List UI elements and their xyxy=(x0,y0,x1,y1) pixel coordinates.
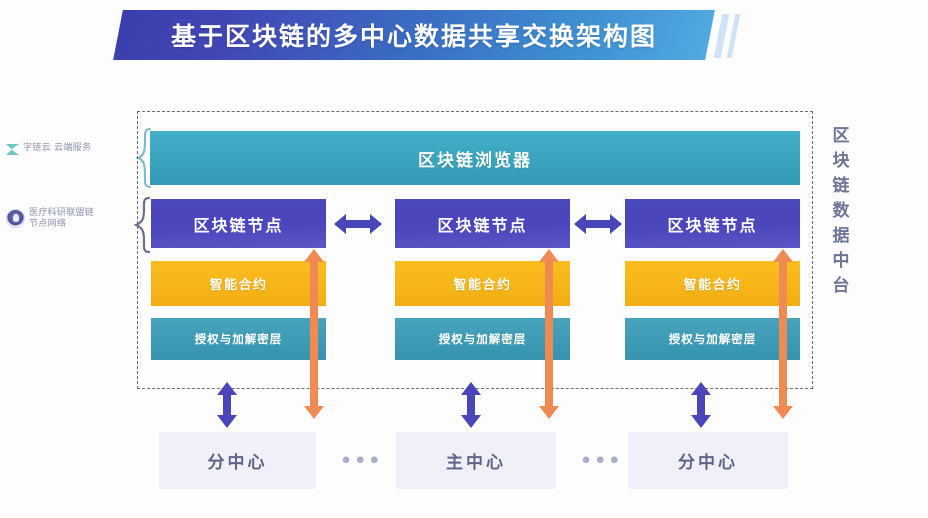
page-title: 基于区块链的多中心数据共享交换架构图 xyxy=(170,22,657,51)
data-flow-arrow-orange xyxy=(538,248,560,420)
right-label-char: 链 xyxy=(832,176,850,196)
crypto-layer-box[interactable]: 授权与加解密层 xyxy=(625,318,800,360)
center-link-arrow-blue xyxy=(459,381,483,429)
node-column-1: 区块链节点 智能合约 授权与加解密层 xyxy=(395,199,570,360)
smart-contract-box[interactable]: 智能合约 xyxy=(151,261,326,306)
right-label-char: 中 xyxy=(832,251,850,271)
right-label-char: 台 xyxy=(832,276,850,296)
ellipsis-left: ••• xyxy=(340,450,383,472)
banner-accent-bar-2 xyxy=(726,14,741,58)
side-label-cloud-text: 字链云 云端服务 xyxy=(23,143,92,153)
smart-contract-label: 智能合约 xyxy=(453,278,512,293)
center-link-arrow-blue xyxy=(689,381,713,429)
arrowhead-icon xyxy=(6,144,19,155)
blockchain-node-box[interactable]: 区块链节点 xyxy=(395,199,570,248)
title-banner-shape: 基于区块链的多中心数据共享交换架构图 xyxy=(113,10,715,60)
brace-node-network xyxy=(134,196,151,254)
blockchain-node-label: 区块链节点 xyxy=(667,215,758,235)
center-box-sub-right[interactable]: 分中心 xyxy=(628,432,788,489)
crypto-layer-label: 授权与加解密层 xyxy=(668,332,757,346)
right-vertical-label: 区 块 链 数 据 中 台 xyxy=(826,128,856,295)
data-flow-arrow-orange xyxy=(303,248,325,420)
node-link-arrow-horizontal xyxy=(333,212,383,236)
blockchain-explorer-bar[interactable]: 区块链浏览器 xyxy=(150,131,800,185)
center-label: 分中心 xyxy=(207,453,268,473)
crypto-layer-box[interactable]: 授权与加解密层 xyxy=(151,318,326,360)
brace-cloud-service xyxy=(136,127,152,189)
smart-contract-box[interactable]: 智能合约 xyxy=(395,261,570,306)
center-label: 主中心 xyxy=(446,453,506,473)
crypto-layer-label: 授权与加解密层 xyxy=(194,332,283,346)
node-link-arrow-horizontal xyxy=(573,212,623,236)
side-label-cloud-service: 字链云 云端服务 xyxy=(6,143,91,155)
blockchain-node-label: 区块链节点 xyxy=(193,215,284,235)
smart-contract-box[interactable]: 智能合约 xyxy=(625,261,800,306)
right-label-char: 块 xyxy=(832,151,850,171)
center-link-arrow-blue xyxy=(215,381,239,429)
side-label-node-line1: 医疗科研联盟链 xyxy=(29,208,95,218)
node-column-0: 区块链节点 智能合约 授权与加解密层 xyxy=(151,199,326,360)
blockchain-node-box[interactable]: 区块链节点 xyxy=(151,199,326,248)
badge-icon xyxy=(6,209,25,228)
blockchain-node-label: 区块链节点 xyxy=(437,215,528,235)
right-label-char: 区 xyxy=(832,126,850,146)
center-box-main[interactable]: 主中心 xyxy=(396,432,556,489)
side-label-node-line2: 节点网络 xyxy=(29,219,67,230)
right-label-char: 据 xyxy=(832,226,850,246)
node-column-2: 区块链节点 智能合约 授权与加解密层 xyxy=(625,199,800,360)
side-label-node-text: 医疗科研联盟链 节点网络 xyxy=(29,208,94,231)
crypto-layer-label: 授权与加解密层 xyxy=(438,332,527,346)
blockchain-node-box[interactable]: 区块链节点 xyxy=(625,199,800,248)
crypto-layer-box[interactable]: 授权与加解密层 xyxy=(395,318,570,360)
side-label-node-network: 医疗科研联盟链 节点网络 xyxy=(6,208,94,231)
smart-contract-label: 智能合约 xyxy=(209,278,268,293)
title-banner: 基于区块链的多中心数据共享交换架构图 xyxy=(113,10,758,60)
center-box-sub-left[interactable]: 分中心 xyxy=(159,432,316,489)
data-flow-arrow-orange xyxy=(772,248,794,420)
center-label: 分中心 xyxy=(678,453,738,473)
smart-contract-label: 智能合约 xyxy=(683,278,742,293)
ellipsis-right: ••• xyxy=(580,450,623,472)
blockchain-explorer-label: 区块链浏览器 xyxy=(418,150,532,171)
right-label-char: 数 xyxy=(832,201,850,221)
